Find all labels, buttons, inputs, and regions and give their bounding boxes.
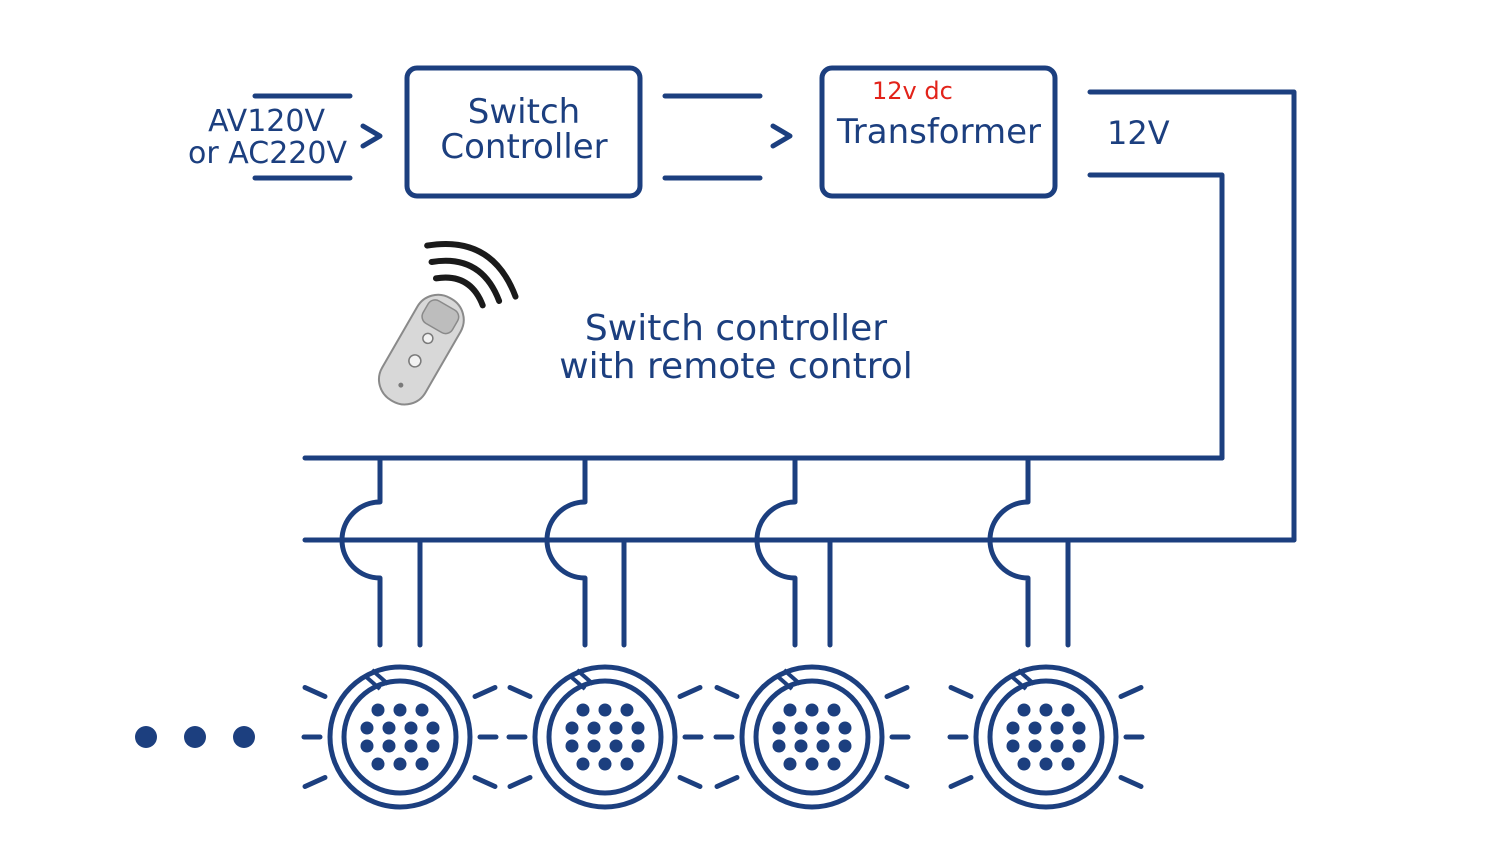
- light-fixture-icon: [713, 664, 911, 810]
- more-lights-ellipsis: [135, 726, 255, 748]
- branch-wire-left: [754, 455, 798, 648]
- remote-control-icon: [378, 240, 519, 406]
- middle-arrow: [770, 123, 793, 149]
- branch-wire-left: [987, 455, 1031, 648]
- output-wire-inner: [1087, 172, 1225, 461]
- branch-wire-left: [544, 455, 588, 648]
- input-arrow: [360, 123, 383, 149]
- light-fixture-icon: [301, 664, 499, 810]
- ellipsis-dot: [233, 726, 255, 748]
- ellipsis-dot: [135, 726, 157, 748]
- remote-caption-1: Switch controller: [584, 308, 888, 349]
- signal-wave-icon: [424, 240, 519, 300]
- transformer-label: Transformer: [836, 112, 1042, 152]
- signal-wave-icon: [428, 257, 503, 304]
- switch-controller-label-2: Controller: [440, 127, 608, 167]
- switch-controller-label-1: Switch: [467, 92, 581, 132]
- remote-caption-2: with remote control: [559, 346, 913, 387]
- transformer-note: 12v dc: [872, 77, 953, 105]
- switch-controller-box: [404, 65, 643, 199]
- input-voltage-label-1: AV120V: [208, 104, 325, 139]
- transformer-box: [819, 65, 1058, 199]
- branch-wire-left: [339, 455, 383, 648]
- light-fixture-icon: [947, 664, 1145, 810]
- output-voltage-label: 12V: [1107, 114, 1170, 152]
- signal-wave-icon: [432, 274, 486, 309]
- input-voltage-label-2: or AC220V: [188, 136, 347, 171]
- ellipsis-dot: [184, 726, 206, 748]
- output-wire-outer: [1087, 89, 1297, 543]
- light-fixture-icon: [506, 664, 704, 810]
